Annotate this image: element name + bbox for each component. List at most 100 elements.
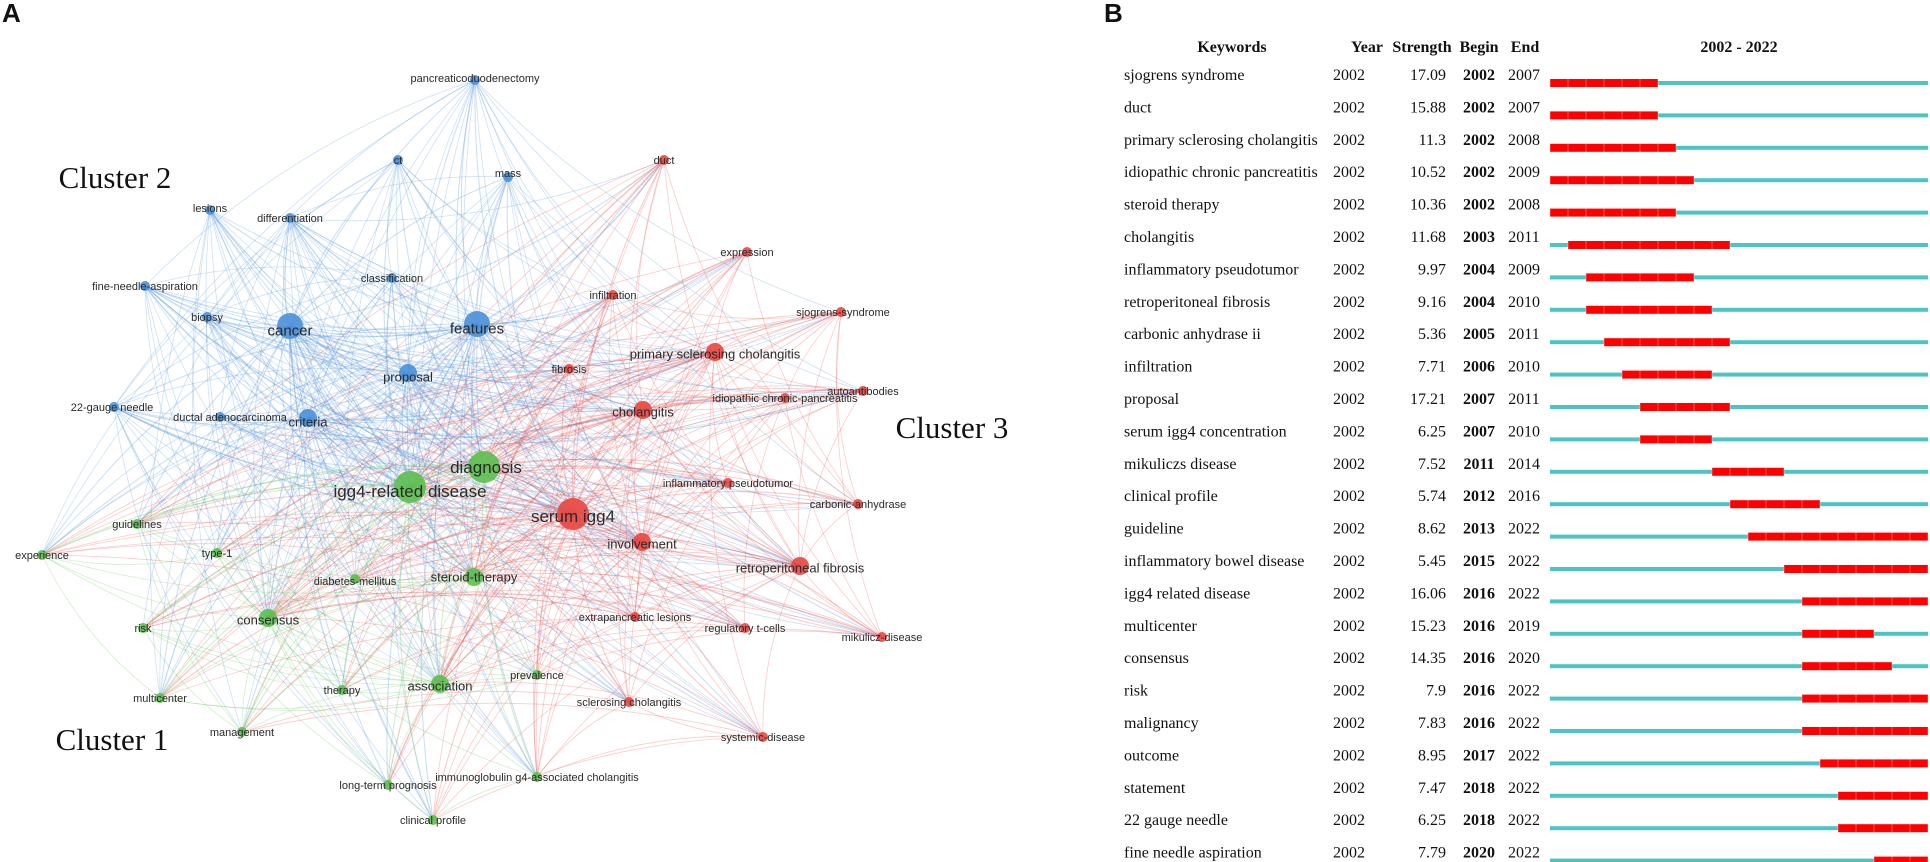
header-year: Year xyxy=(1351,39,1383,56)
network-edge xyxy=(568,251,748,370)
row-strength: 7.83 xyxy=(1418,715,1446,732)
network-edge xyxy=(41,372,409,556)
row-begin: 2016 xyxy=(1463,715,1495,732)
row-keyword: infiltration xyxy=(1124,359,1192,376)
node-cancer xyxy=(277,313,303,339)
node-lesions xyxy=(205,205,215,215)
network-edge xyxy=(473,390,864,578)
network-edge xyxy=(409,397,786,488)
node-label-differentiation: differentiation xyxy=(257,213,323,225)
node-serum-igg4 xyxy=(557,498,589,530)
node-label-pancreaticoduodenectomy: pancreaticoduodenectomy xyxy=(410,73,540,85)
header-range: 2002 - 2022 xyxy=(1700,39,1777,56)
network-edge xyxy=(289,325,389,786)
row-keyword: clinical profile xyxy=(1124,488,1218,505)
network-edge xyxy=(41,485,411,556)
network-edge xyxy=(289,325,485,468)
node-label-extrapancreatic-lesions: extrapancreatic lesions xyxy=(579,612,692,624)
network-edge xyxy=(572,513,764,738)
row-begin: 2016 xyxy=(1463,683,1495,700)
network-edge xyxy=(409,486,746,629)
network-edge xyxy=(216,417,309,554)
network-edge xyxy=(474,79,614,296)
network-edge xyxy=(354,513,574,580)
node-retroperitoneal-fibrosis xyxy=(791,557,809,575)
row-end: 2022 xyxy=(1508,780,1540,797)
network-edge xyxy=(636,159,665,411)
network-edge xyxy=(289,325,538,676)
network-edge xyxy=(142,539,643,629)
network-edge xyxy=(634,565,801,618)
network-edge xyxy=(397,159,643,543)
network-edge xyxy=(219,416,389,786)
timeline-base xyxy=(1550,405,1928,409)
network-edge xyxy=(628,351,716,703)
row-strength: 8.95 xyxy=(1418,747,1446,764)
network-edge xyxy=(432,323,478,685)
network-edge xyxy=(219,416,643,543)
network-edge xyxy=(391,372,434,821)
row-keyword: malignancy xyxy=(1124,715,1199,732)
network-edge xyxy=(473,576,630,703)
row-end: 2009 xyxy=(1508,261,1540,278)
network-edge xyxy=(267,79,476,619)
row-begin: 2004 xyxy=(1463,261,1495,278)
network-edge xyxy=(533,294,614,778)
network-edge xyxy=(561,368,574,515)
network-edge xyxy=(144,285,411,488)
network-edge xyxy=(307,323,478,419)
node-ct xyxy=(393,155,403,165)
network-edge xyxy=(216,159,665,554)
row-begin: 2002 xyxy=(1463,197,1495,214)
node-duct xyxy=(659,155,669,165)
node-label-biopsy: biopsy xyxy=(191,312,223,324)
network-edge xyxy=(113,406,434,821)
timeline-base xyxy=(1550,664,1928,669)
cluster-label-1: Cluster 1 xyxy=(56,722,169,757)
timeline-base xyxy=(1550,81,1928,85)
network-edge xyxy=(259,325,291,619)
network-edge xyxy=(628,159,665,543)
network-edge xyxy=(341,616,636,691)
network-edge xyxy=(407,372,538,676)
network-edge xyxy=(641,541,746,629)
network-edge xyxy=(634,482,729,618)
network-edge xyxy=(41,536,883,638)
burst-bar xyxy=(1802,597,1928,606)
network-edge xyxy=(572,251,748,515)
network-edge xyxy=(216,523,801,567)
network-edge xyxy=(432,513,574,821)
network-edge xyxy=(209,209,309,419)
node-igg4-related-disease xyxy=(394,471,426,503)
network-edge xyxy=(267,595,636,619)
network-edge xyxy=(113,406,411,488)
network-edge xyxy=(159,486,411,699)
network-edge xyxy=(797,311,842,567)
network-edge xyxy=(136,483,411,525)
node-label-systemic-disease: systemic-disease xyxy=(721,732,805,744)
burst-bar xyxy=(1838,791,1928,800)
network-edge xyxy=(483,251,748,468)
network-edge xyxy=(136,159,665,525)
network-edge xyxy=(409,486,630,703)
row-strength: 11.3 xyxy=(1419,132,1446,149)
network-edge xyxy=(206,316,644,411)
row-year: 2002 xyxy=(1333,488,1365,505)
row-begin: 2005 xyxy=(1463,326,1495,343)
network-edge xyxy=(289,217,434,821)
network-edge xyxy=(206,316,570,373)
network-edge xyxy=(407,372,801,567)
network-edge xyxy=(267,311,842,619)
network-edge xyxy=(307,251,748,419)
row-end: 2022 xyxy=(1508,585,1540,602)
node-label-serum-igg4: serum igg4 xyxy=(531,507,615,526)
network-edge xyxy=(41,417,309,556)
network-edge xyxy=(387,576,475,786)
network-edge xyxy=(219,416,309,424)
network-edge xyxy=(341,576,475,691)
network-edge xyxy=(267,390,864,619)
network-edge xyxy=(459,323,478,578)
network-edge xyxy=(799,565,883,638)
